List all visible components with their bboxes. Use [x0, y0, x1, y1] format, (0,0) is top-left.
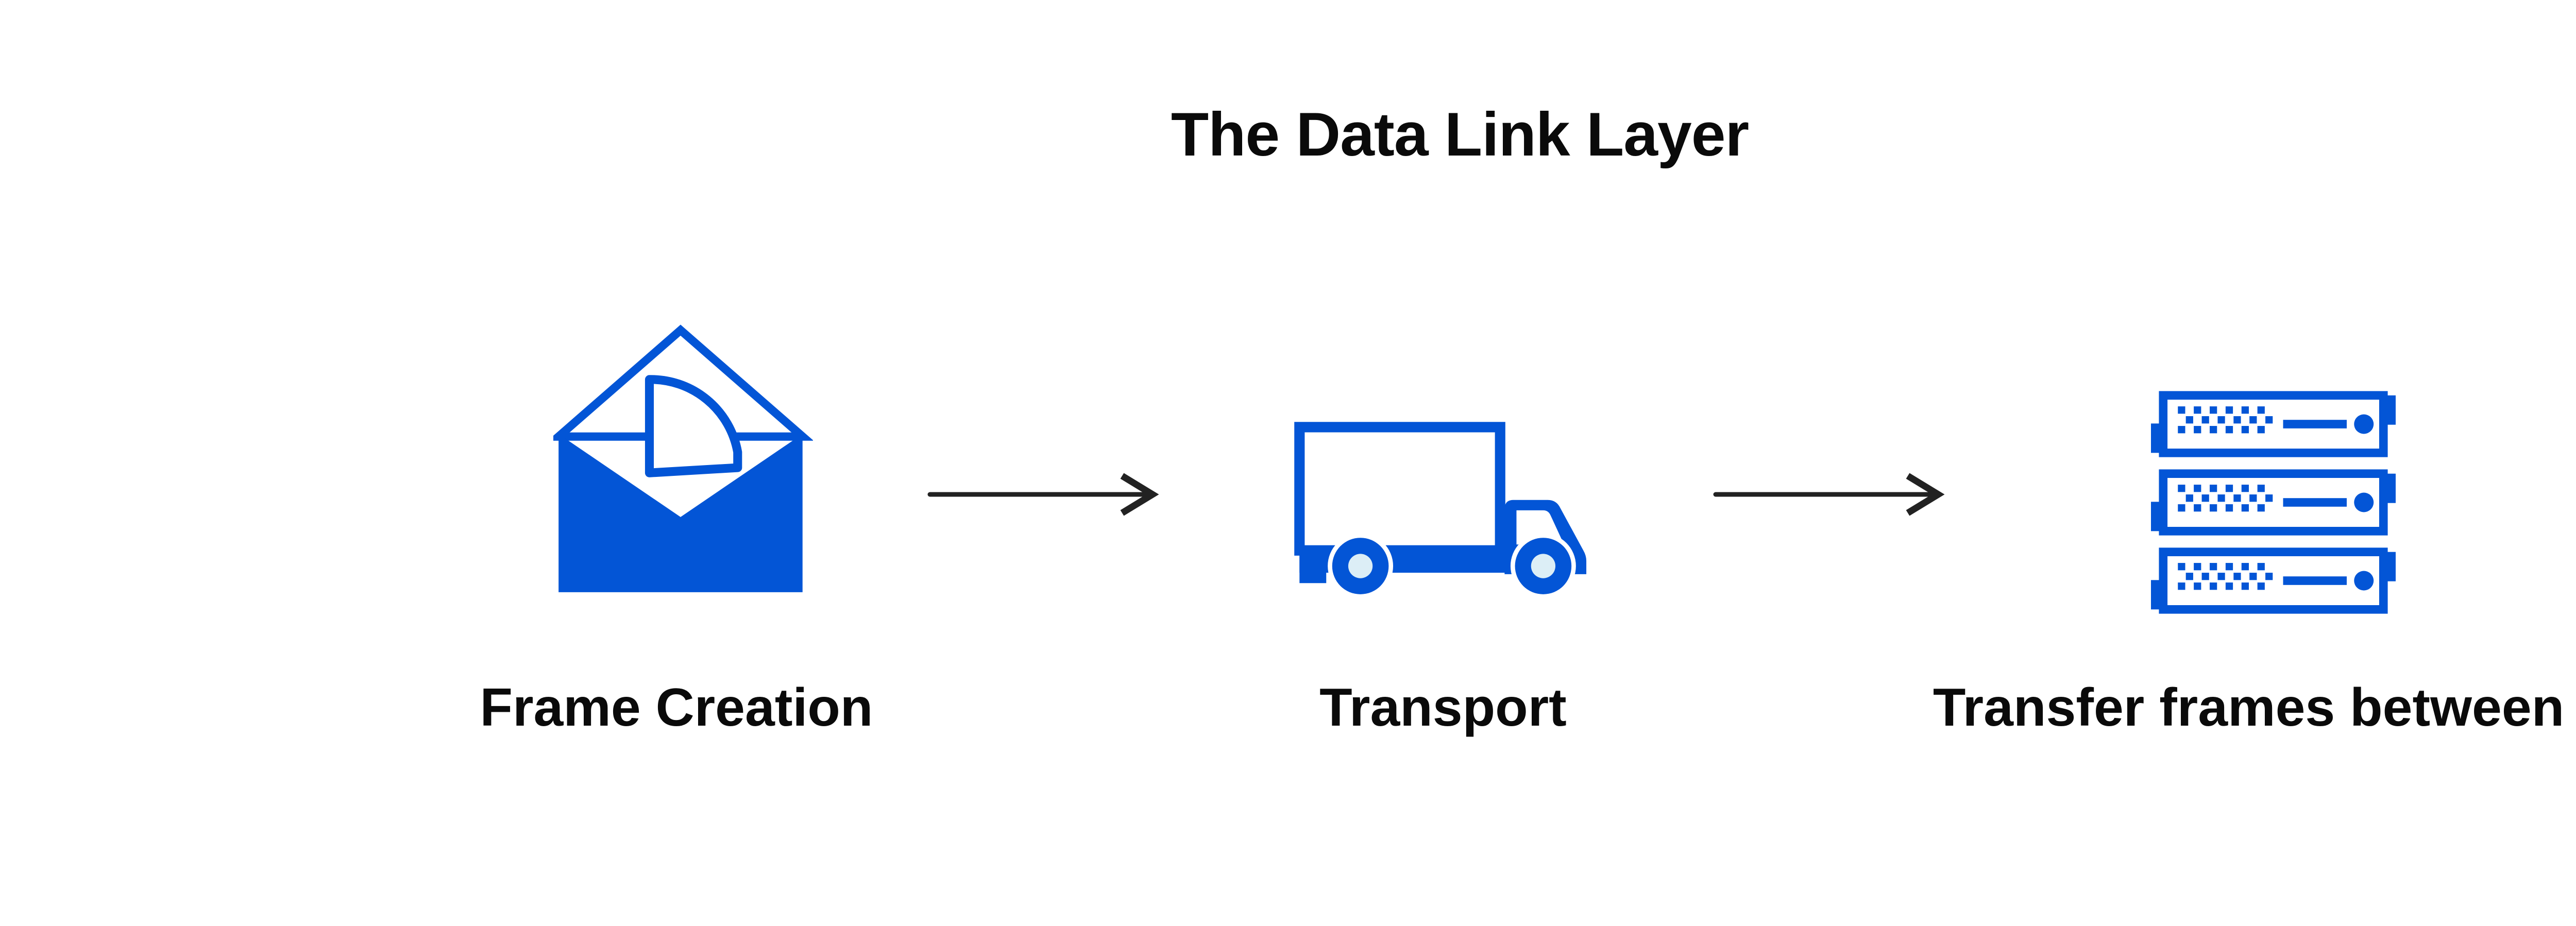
step-label-transfer-frames: Transfer frames between net [1933, 678, 2576, 738]
rear-wheel [1328, 533, 1394, 599]
server-stack-icon [2151, 390, 2396, 614]
diagram-title: The Data Link Layer [1171, 100, 1749, 169]
arrow-right-icon [1713, 473, 1945, 516]
delivery-truck-icon [1294, 422, 1587, 599]
arrow-right-icon [927, 473, 1159, 516]
front-wheel [1510, 533, 1576, 599]
step-label-frame-creation: Frame Creation [480, 678, 873, 738]
step-label-transport: Transport [1319, 678, 1567, 738]
open-envelope-with-document-icon [553, 324, 813, 592]
